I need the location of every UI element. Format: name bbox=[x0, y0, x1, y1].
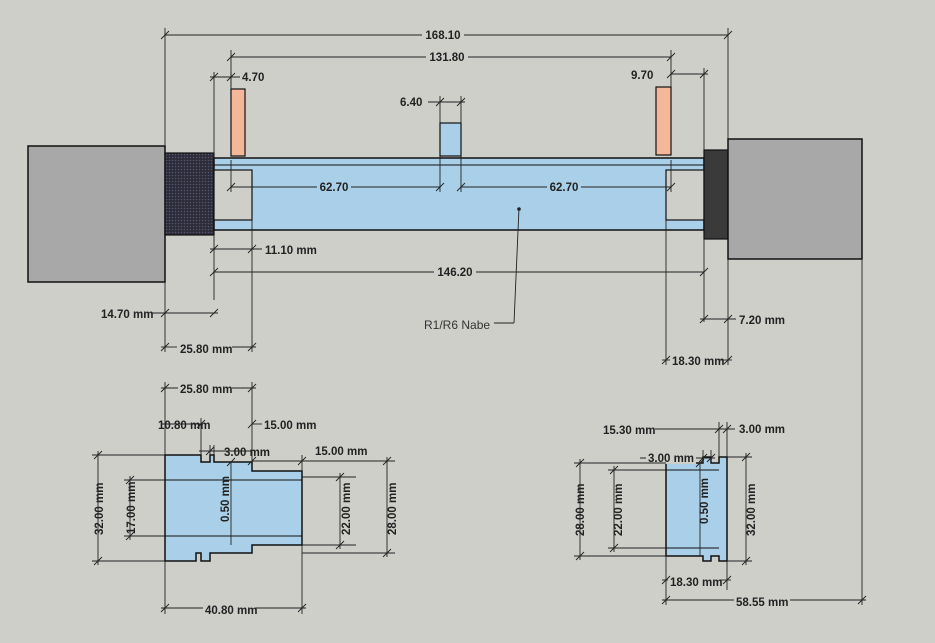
left-spacer-width-label: 4.70 bbox=[242, 72, 264, 84]
left-knurled-nut bbox=[164, 152, 215, 236]
dim-right-bearing-pos: 18.30 mm bbox=[661, 220, 733, 368]
left-dropout-block bbox=[27, 145, 166, 283]
right-bearing-pos-label: 18.30 mm bbox=[672, 356, 724, 368]
left-bearing-profile bbox=[164, 454, 303, 562]
left-diameter-c-label: 28.00 mm bbox=[387, 483, 399, 535]
left-width-top-label: 25.80 mm bbox=[180, 384, 232, 396]
right-width-label: 18.30 mm bbox=[670, 577, 722, 589]
dim-left-offset: 14.70 mm bbox=[101, 282, 219, 352]
dim-center-spacer: 6.40 bbox=[400, 96, 466, 123]
left-step-a-label: 10.80 mm bbox=[158, 420, 210, 432]
left-bearing bbox=[213, 169, 253, 221]
left-total-width-label: 40.80 mm bbox=[205, 605, 257, 617]
right-outer-diameter-label: 32.00 mm bbox=[746, 484, 758, 536]
left-offset-label: 14.70 mm bbox=[101, 309, 153, 321]
right-total-offset-label: 58.55 mm bbox=[736, 597, 788, 609]
left-step-b-label: 15.00 mm bbox=[264, 420, 316, 432]
left-inner-offset-label: 11.10 mm bbox=[265, 245, 317, 257]
left-inner-diameter-label: 17.00 mm bbox=[126, 482, 138, 534]
center-spacer-width-label: 6.40 bbox=[400, 97, 422, 109]
right-spacer bbox=[655, 86, 672, 156]
hub-length-label: 146.20 bbox=[437, 267, 472, 279]
left-spacer bbox=[230, 88, 246, 157]
right-step-a-label: 15.30 mm bbox=[603, 425, 655, 437]
right-dark-spacer bbox=[703, 149, 729, 240]
left-right-step-label: 15.00 mm bbox=[315, 446, 367, 458]
dim-left-bearing-pos: 25.80 mm bbox=[160, 342, 257, 356]
left-half-label: 62.70 bbox=[320, 182, 349, 194]
inner-length-label: 131.80 bbox=[429, 52, 464, 64]
right-diameter-a-label: 28.00 mm bbox=[575, 484, 587, 536]
center-spacer bbox=[439, 122, 462, 157]
dim-total-length: 168.10 bbox=[160, 28, 733, 146]
right-offset-label: 7.20 mm bbox=[739, 315, 785, 327]
right-bearing-profile bbox=[665, 456, 728, 562]
right-step-b-label: 3.00 mm bbox=[739, 424, 785, 436]
dim-inner-length: 131.80 bbox=[226, 50, 676, 89]
right-groove-label: 3.00 mm bbox=[648, 453, 694, 465]
left-outer-diameter-label: 32.00 mm bbox=[94, 483, 106, 535]
dim-right-offset: 7.20 mm bbox=[699, 259, 785, 365]
right-bearing bbox=[665, 169, 705, 221]
hub-body bbox=[213, 157, 705, 231]
right-dropout-block bbox=[727, 138, 863, 260]
dim-left-inner: 11.10 mm bbox=[209, 220, 317, 352]
right-spacer-width-label: 9.70 bbox=[631, 70, 653, 82]
left-bearing-pos-label: 25.80 mm bbox=[180, 344, 232, 356]
total-length-label: 168.10 bbox=[425, 30, 460, 42]
right-diameter-b-label: 22.00 mm bbox=[613, 484, 625, 536]
left-groove-label: 3.00 mm bbox=[224, 447, 270, 459]
dim-right-spacer: 9.70 bbox=[631, 68, 709, 150]
left-groove-depth-label: 0.50 mm bbox=[220, 476, 232, 522]
right-detail: 15.30 mm 3.00 mm 3.00 mm 28.00 mm 22.00 … bbox=[574, 422, 867, 609]
hub-label: R1/R6 Nabe bbox=[424, 318, 490, 332]
hub-label-group: R1/R6 Nabe bbox=[424, 207, 521, 332]
top-view: 168.10 131.80 4.70 9.70 bbox=[27, 28, 863, 605]
dim-halves: 62.70 62.70 bbox=[226, 156, 676, 194]
right-groove-depth-label: 0.50 mm bbox=[699, 478, 711, 524]
left-detail: 25.80 mm 10.80 mm 15.00 mm 3.00 mm 15.00… bbox=[92, 382, 399, 617]
left-diameter-b-label: 22.00 mm bbox=[341, 483, 353, 535]
dim-left-spacer: 4.70 bbox=[209, 72, 264, 158]
dim-hub-length: 146.20 bbox=[209, 239, 709, 322]
right-half-label: 62.70 bbox=[550, 182, 579, 194]
